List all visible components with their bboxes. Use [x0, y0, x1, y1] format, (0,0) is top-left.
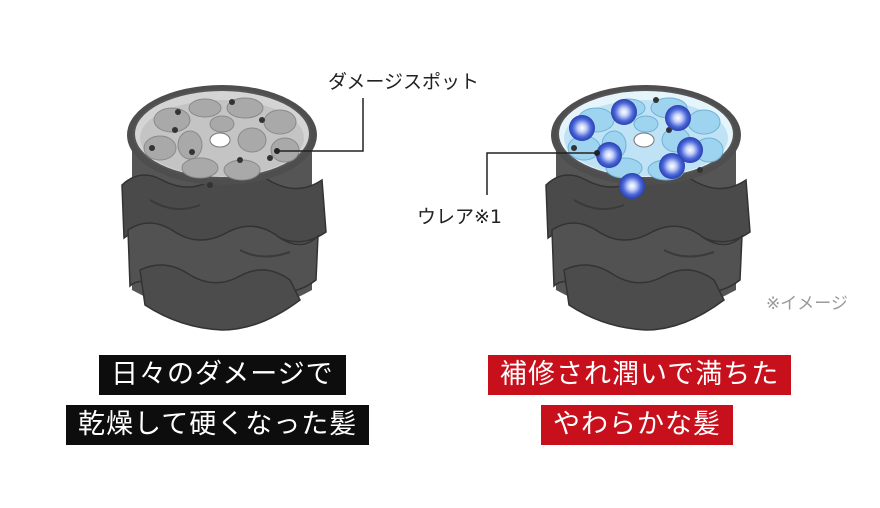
urea-label: ウレア※1	[417, 206, 502, 228]
healthy-hair-illustration	[545, 85, 751, 331]
damaged-caption-line-2: 乾燥して硬くなった髪	[66, 405, 370, 445]
healthy-caption-line-1: 補修され潤いで満ちた	[488, 355, 792, 395]
urea-leader-line	[486, 152, 597, 195]
image-note: ※イメージ	[766, 294, 848, 314]
urea-spheres	[569, 99, 703, 199]
damaged-caption-line-1: 日々のダメージで	[99, 355, 346, 395]
damage-spot-leader-line	[277, 98, 364, 152]
damaged-hair-illustration	[121, 85, 327, 331]
damage-spot-label: ダメージスポット	[328, 71, 479, 93]
healthy-caption-line-2: やわらかな髪	[541, 405, 733, 445]
